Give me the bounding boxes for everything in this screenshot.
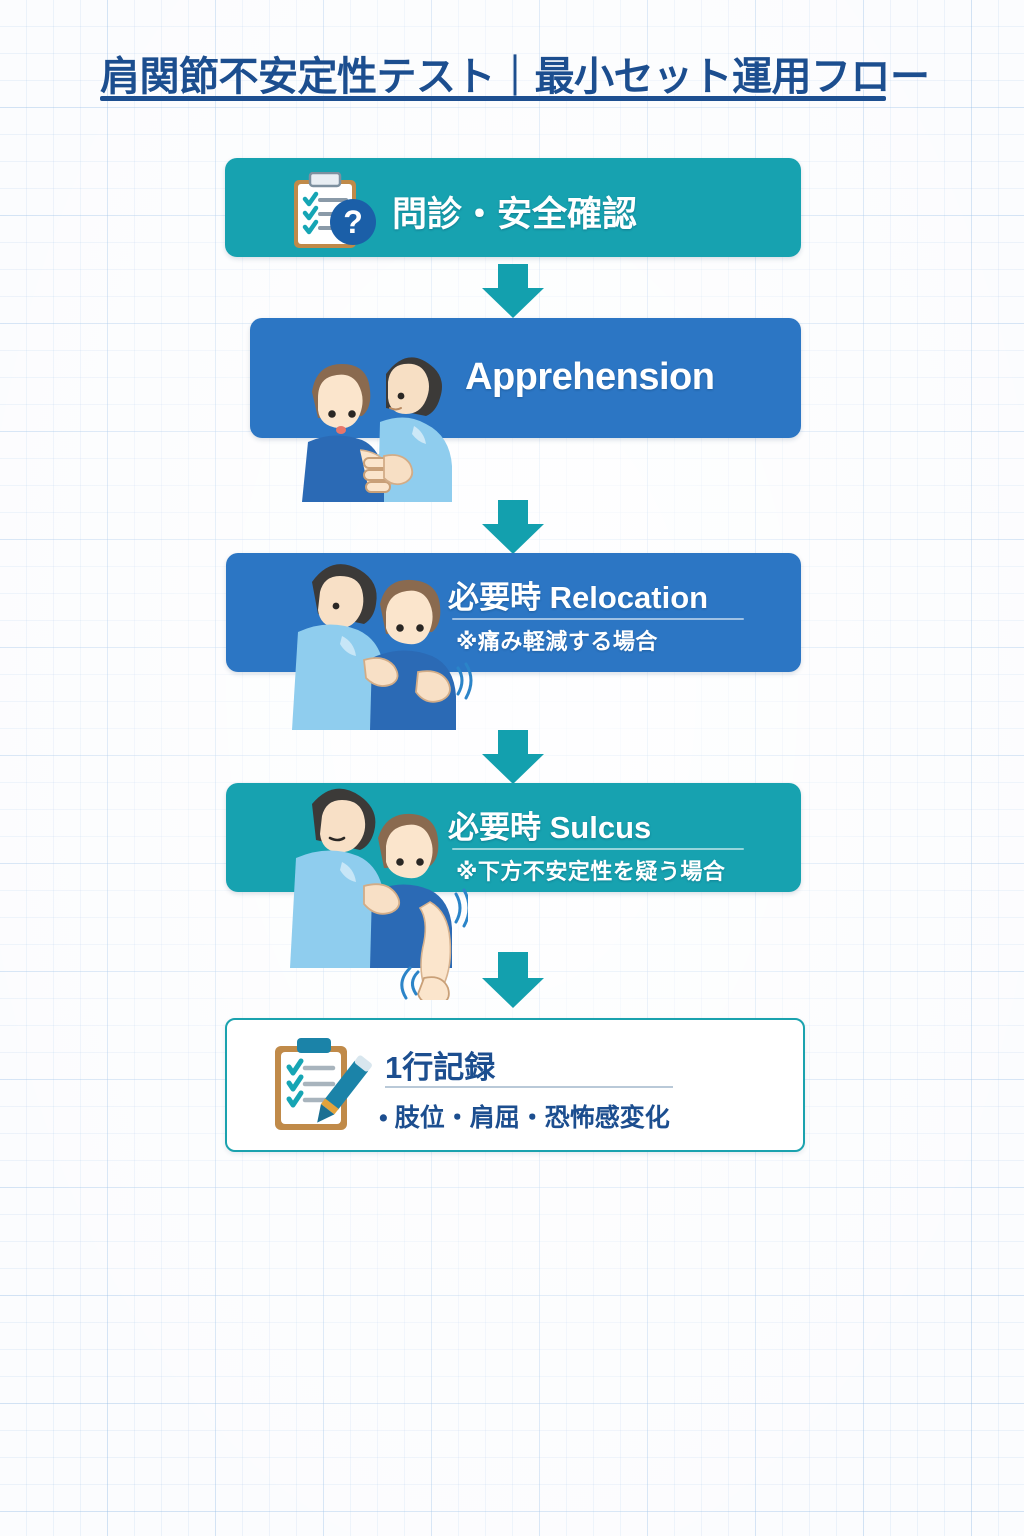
title-underline [100,96,886,101]
flow-arrow-3 [482,730,544,784]
sulcus-divider [452,848,744,850]
sulcus-title: 必要時 Sulcus [448,810,652,845]
sulcus-test-illustration [268,782,468,1000]
relocation-title: 必要時 Relocation [448,580,709,615]
flow-arrow-2 [482,500,544,554]
flow-arrow-1 [482,264,544,318]
sulcus-subtitle: ※下方不安定性を疑う場合 [456,859,726,884]
record-items: • 肢位・肩屈・恐怖感変化 [379,1104,670,1132]
record-title: 1行記録 [385,1050,496,1085]
apprehension-test-illustration [268,330,468,502]
relocation-divider [452,618,744,620]
page-title: 肩関節不安定性テスト｜最小セット運用フロー [100,55,930,99]
record-card[interactable]: 1行記録 • 肢位・肩屈・恐怖感変化 [225,1018,805,1152]
intake-title: 問診・安全確認 [392,195,638,234]
header: 肩関節不安定性テスト｜最小セット運用フロー [0,0,1024,120]
relocation-test-illustration [268,548,478,730]
svg-text:?: ? [343,204,363,240]
record-divider [385,1086,673,1088]
clipboard-question-icon: ? [288,172,384,250]
clipboard-pen-icon [267,1034,377,1138]
flow-arrow-4 [482,952,544,1008]
relocation-subtitle: ※痛み軽減する場合 [456,629,658,654]
apprehension-title: Apprehension [465,356,715,398]
